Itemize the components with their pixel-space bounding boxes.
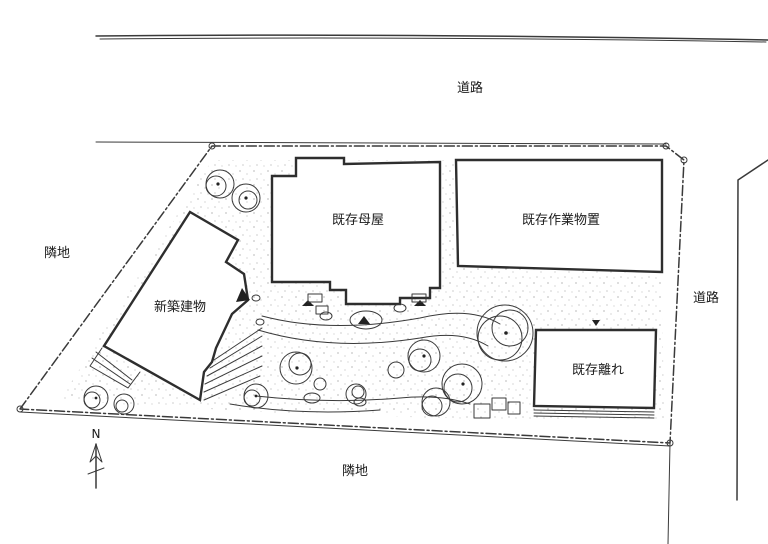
site-boundary (16, 141, 688, 544)
trees (83, 169, 534, 417)
workshop-building (454, 158, 664, 274)
north-arrow (87, 443, 105, 489)
north-label: N (92, 427, 101, 441)
road-right-label: 道路 (693, 290, 719, 306)
neighbor-bottom-label: 隣地 (342, 463, 368, 479)
road-top-label: 道路 (457, 80, 483, 96)
stepping-stones (251, 293, 521, 419)
neighbor-left-label: 隣地 (44, 245, 70, 261)
annex-building (532, 328, 658, 419)
garden-path (229, 312, 501, 413)
main-house-label: 既存母屋 (332, 213, 384, 228)
annex-label: 既存離れ (572, 363, 624, 378)
new-building (89, 210, 263, 402)
new-building-label: 新築建物 (154, 299, 206, 315)
road-edge-right (736, 159, 768, 501)
workshop-label: 既存作業物置 (522, 212, 600, 228)
road-edge-top (95, 34, 768, 43)
entrance-markers (236, 288, 600, 326)
main-house (270, 156, 442, 306)
